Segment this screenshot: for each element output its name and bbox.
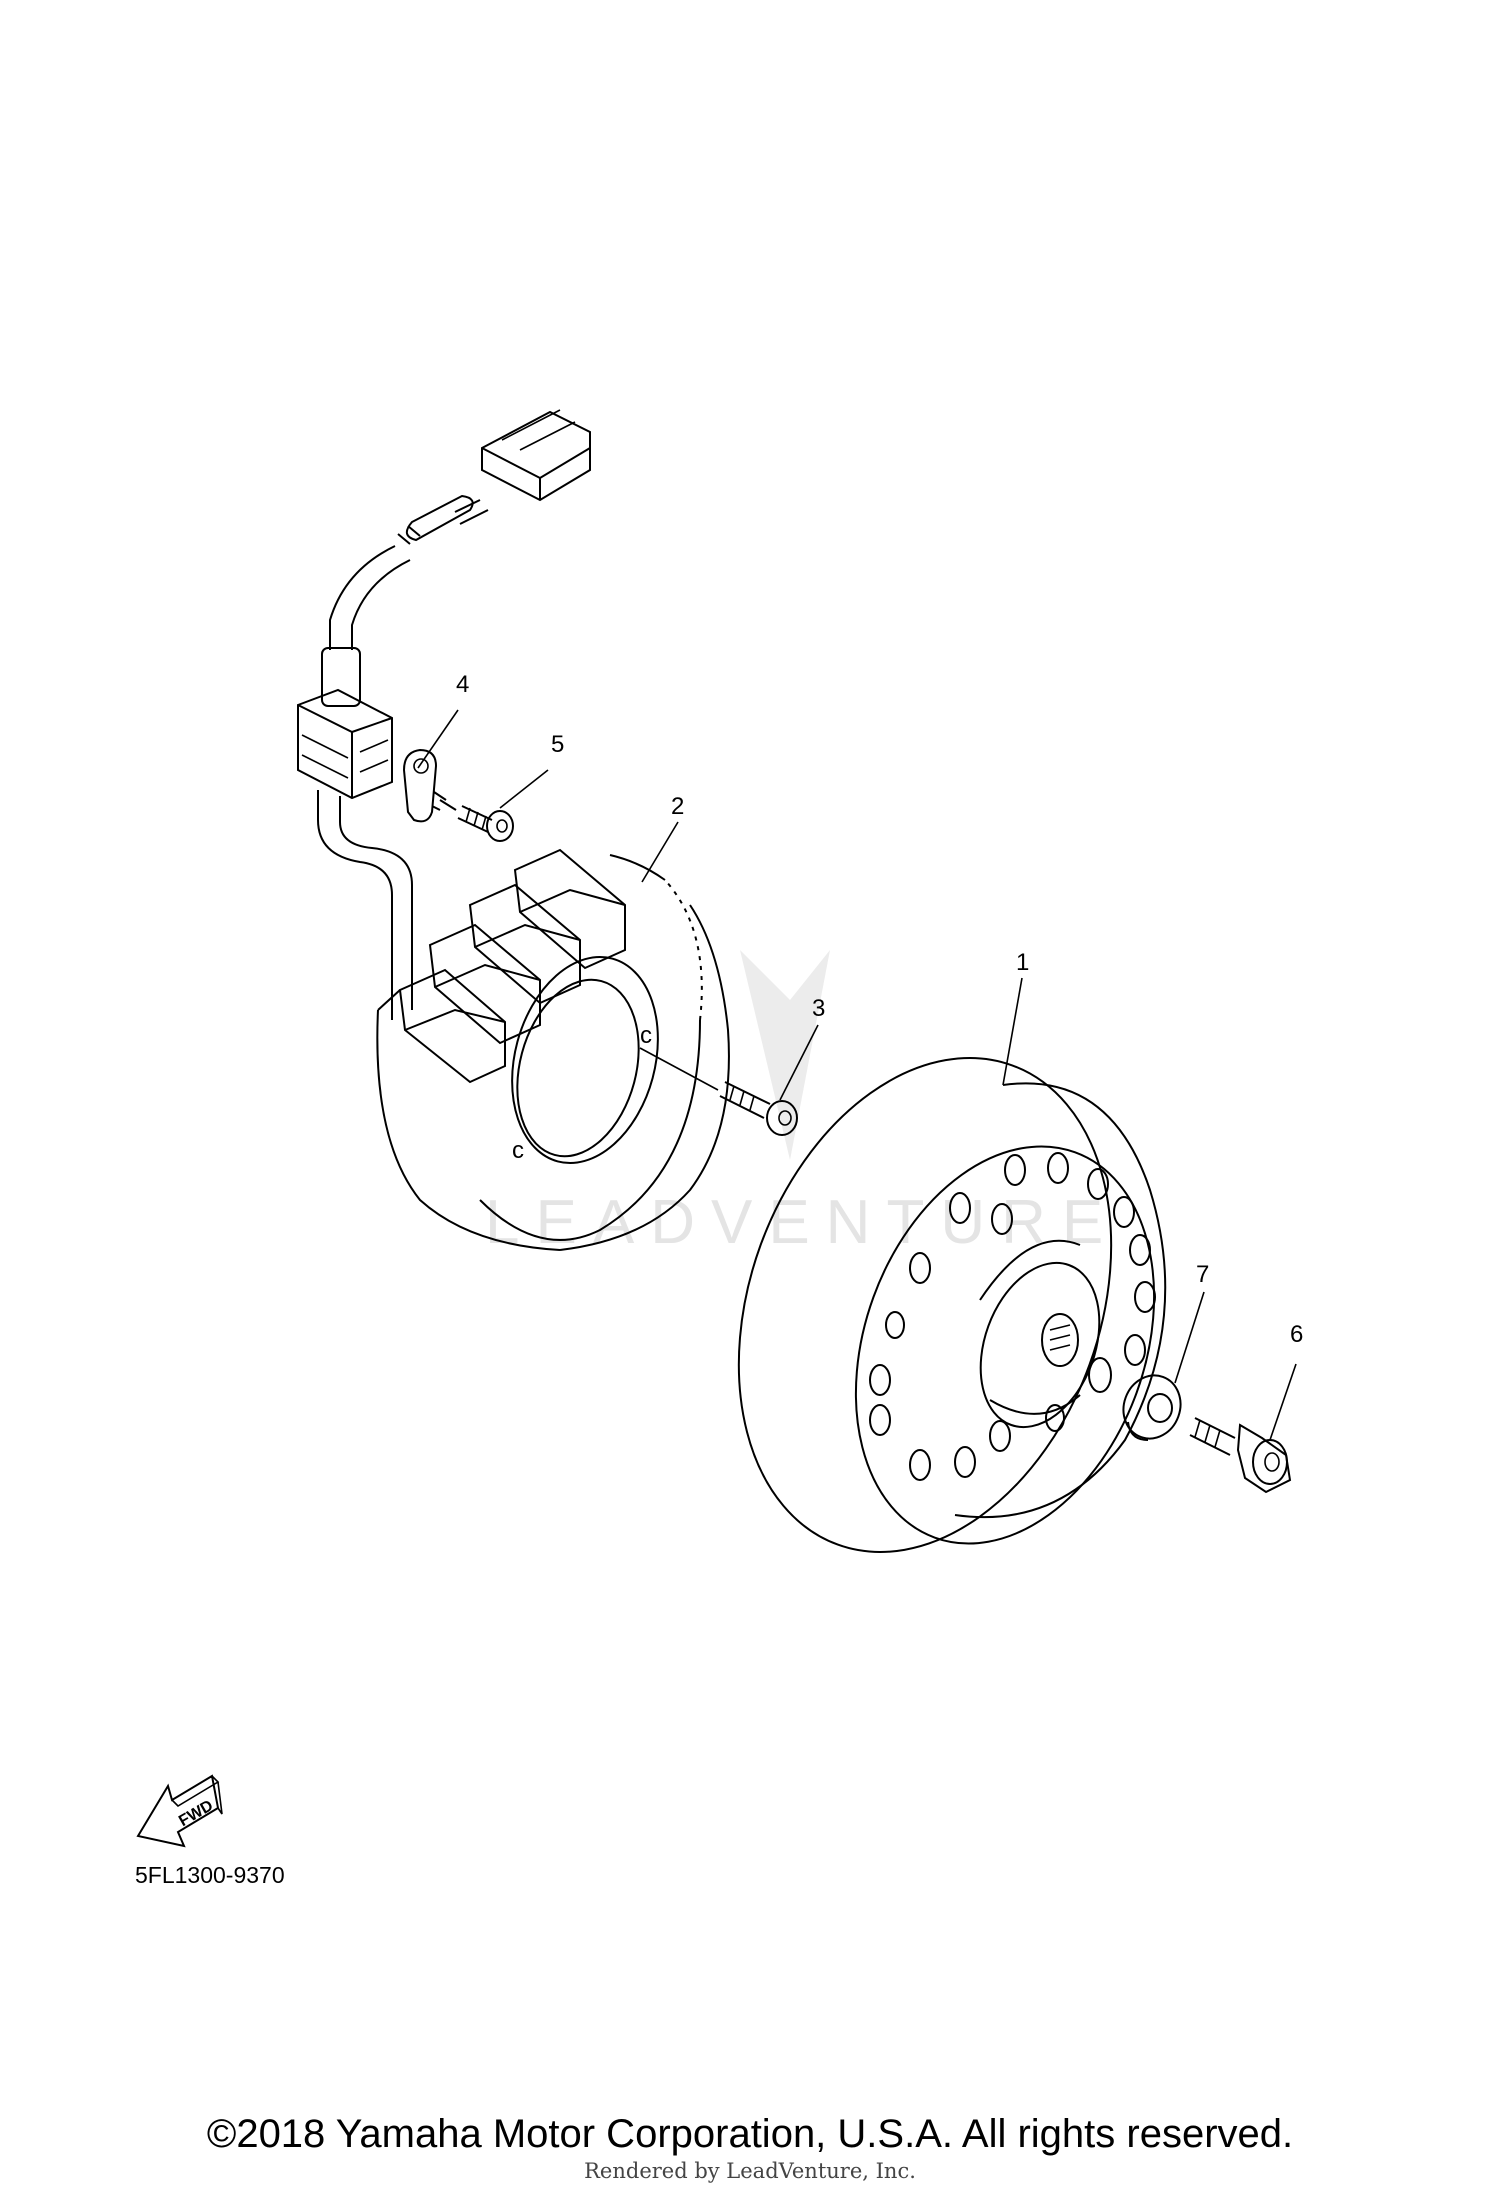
callout-7: 7 xyxy=(1196,1261,1209,1288)
callout-labels: 1 2 3 4 5 6 7 xyxy=(456,671,1303,1348)
callout-6: 6 xyxy=(1290,1321,1303,1348)
copyright-notice: ©2018 Yamaha Motor Corporation, U.S.A. A… xyxy=(206,2112,1294,2156)
leader-lines xyxy=(417,709,1297,1441)
stator-bolt xyxy=(639,1047,798,1136)
clamp-screw xyxy=(439,799,514,842)
callout-3: 3 xyxy=(812,995,825,1022)
callout-4: 4 xyxy=(456,671,469,698)
diagram-code: 5FL1300-9370 xyxy=(135,1862,285,1888)
fwd-label: FWD xyxy=(176,1797,216,1830)
fwd-arrow-icon: FWD xyxy=(136,1774,223,1848)
watermark-logo-icon xyxy=(740,950,830,1160)
stator-mark: c xyxy=(512,1137,524,1164)
callout-2: 2 xyxy=(671,793,684,820)
rotor-holes xyxy=(869,1152,1156,1481)
wire-harness xyxy=(297,409,591,1020)
watermark: LEADVENTURE xyxy=(485,950,1103,1257)
lead-clamp xyxy=(402,748,447,823)
stator: c c xyxy=(376,848,730,1251)
rendered-by-notice: Rendered by LeadVenture, Inc. xyxy=(584,2159,916,2183)
callout-5: 5 xyxy=(551,731,564,758)
rotor xyxy=(737,1057,1167,1553)
washer xyxy=(1122,1374,1182,1441)
callout-1: 1 xyxy=(1016,949,1029,976)
rotor-bolt xyxy=(1189,1417,1292,1494)
stator-mark: c xyxy=(640,1022,652,1049)
